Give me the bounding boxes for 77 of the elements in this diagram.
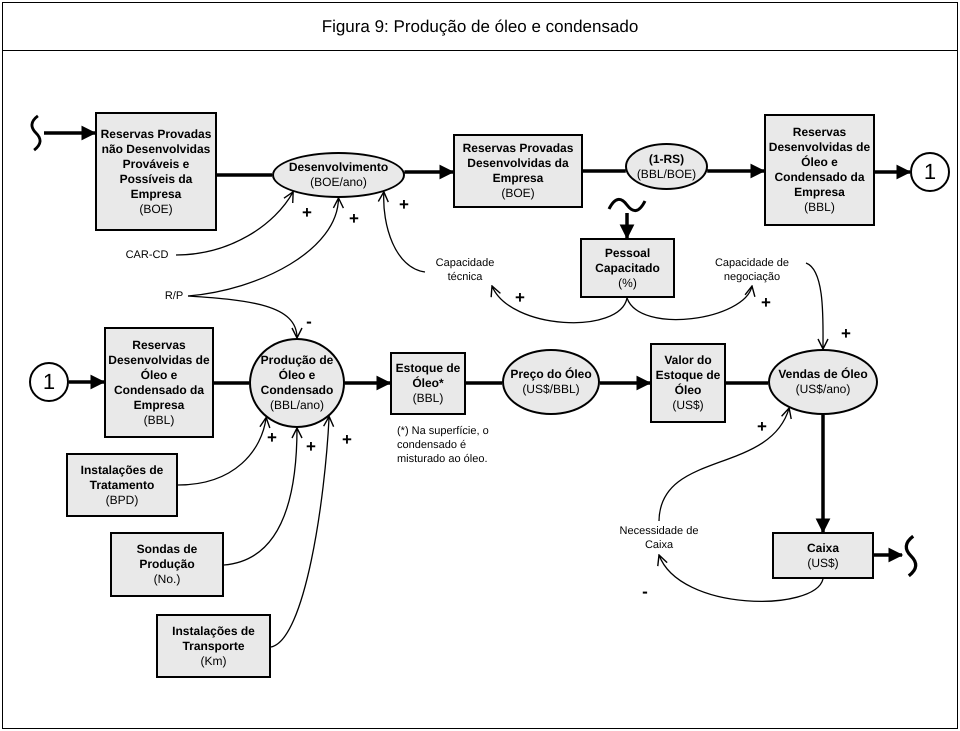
variable-label: Necessidade de Caixa [612,521,706,555]
unit-label: (BOE) [501,186,535,201]
variable-label: Capacidade técnica [425,254,505,286]
variable-label: Capacidade de negociação [698,254,806,286]
flow-pipe-arrow [620,213,634,240]
causal-arrow [188,197,343,297]
flow-pipe-arrow [874,548,904,562]
causal-arrow [626,285,754,320]
flow-pipe-arrow [600,376,652,390]
stock-box [390,352,466,415]
flow-pipe-arrow [69,374,106,390]
unit-label: (BOE/ano) [310,175,367,190]
variable-name: Pessoal Capacitado [594,246,661,276]
causal-arrow [188,295,302,339]
causal-arrow [658,554,824,602]
stock-box [580,238,675,298]
causal-arrow [491,285,628,324]
variable-name: Vendas de Óleo [778,367,868,382]
stock-box [95,112,217,231]
flow-pipe-arrow [816,415,830,534]
stock-box [66,453,178,517]
unit-label: (No.) [154,572,180,587]
unit-label: (BBL/BOE) [636,166,696,182]
unit-label: (US$) [672,398,704,413]
unit-label: (BPD) [106,492,138,508]
stock-box [104,327,214,438]
unit-label: (BBL) [412,391,444,406]
cloud-source-icon [902,534,920,578]
variable-label: R/P [160,288,188,304]
causal-arrow [270,416,334,648]
variable-name: Instalações de Transporte [171,624,256,654]
diagram-title: Figura 9: Produção de óleo e condensado [320,16,640,38]
variable-name: Caixa [806,540,840,556]
variable-label: CAR-CD [118,247,176,263]
variable-name: Valor do Estoque de Óleo [654,353,722,398]
unit-label: (BBL/ano) [270,398,324,413]
unit-label: (BOE) [139,202,173,216]
cloud-source-icon [28,114,44,152]
flow-pipe-arrow [345,376,392,390]
flow-pipe-arrow [707,164,766,178]
causal-arrow [658,407,790,522]
cloud-source-icon [607,197,647,213]
variable-name: Reservas Desenvolvidas de Óleo e Condensado da Empresa [768,125,872,200]
variable-name: Reservas Provadas não Desenvolvidas Prováveis e Possíveis da Empresa [100,126,212,202]
stock-box [650,343,726,423]
variable-name: Produção de Óleo e Condensado [260,353,334,398]
flow-pipe-arrow [404,164,454,180]
unit-label: (%) [618,276,637,290]
stock-box [453,134,583,208]
flow-pipe-arrow [875,164,912,180]
stock-box [764,114,875,226]
stock-box [110,532,224,597]
unit-label: (US$/ano) [796,382,850,397]
variable-name: Instalações de Tratamento [80,462,164,492]
stock-box [156,614,271,678]
causal-arrow [224,427,303,566]
variable-name: Reservas Provadas Desenvolvidas da Empresa [462,141,574,186]
flow-pipe-arrow [44,126,96,140]
variable-name: Reservas Desenvolvidas de Óleo e Condensado da Empresa [107,338,211,412]
variable-name: Sondas de Produção [136,542,198,572]
stock-box [772,532,874,579]
variable-name: Desenvolvimento [288,160,388,175]
variable-name: Estoque de Óleo* [394,361,462,391]
unit-label: (BBL) [804,200,835,215]
variable-name: (1-RS) [648,152,684,166]
variable-name: Preço do Óleo [510,367,592,382]
unit-label: (Km) [200,654,226,668]
unit-label: (US$/BBL) [522,382,580,397]
causal-arrow [178,416,270,486]
causal-arrow [378,191,426,273]
unit-label: (BBL) [144,412,174,428]
variable-name: 1 [42,371,56,393]
unit-label: (US$) [807,556,839,570]
causal-arrow [176,191,294,256]
variable-name: 1 [924,161,936,183]
causal-arrow [806,262,829,350]
footnote: (*) Na superfície, o condensado é misturado ao óleo. [397,424,490,466]
